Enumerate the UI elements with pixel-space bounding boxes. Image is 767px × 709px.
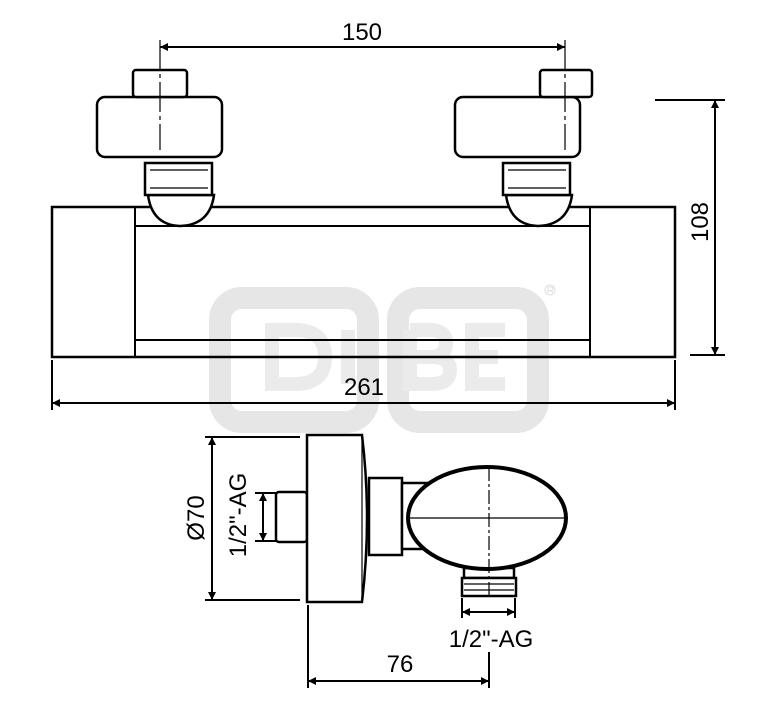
watermark-logo [209, 284, 556, 433]
side-view [274, 433, 568, 604]
dimension-76: 76 [307, 605, 490, 688]
dimension-label-inlet-thread: 1/2"-AG [225, 473, 252, 558]
dimension-diameter-70: Ø70 [183, 436, 300, 601]
dimension-inlet-thread: 1/2"-AG [225, 473, 276, 558]
front-view [50, 40, 677, 359]
dimension-label-261: 261 [344, 374, 384, 401]
dimension-150: 150 [160, 19, 565, 51]
dimension-outlet-thread: 1/2"-AG [449, 598, 534, 653]
dimension-label-108: 108 [687, 202, 714, 242]
dimension-label-diameter: Ø70 [183, 495, 210, 540]
dimension-label-76: 76 [387, 651, 414, 678]
dimension-label-150: 150 [342, 19, 382, 46]
dimension-261: 261 [51, 360, 676, 410]
dimension-108: 108 [655, 99, 725, 356]
dimension-label-outlet-thread: 1/2"-AG [449, 626, 534, 653]
